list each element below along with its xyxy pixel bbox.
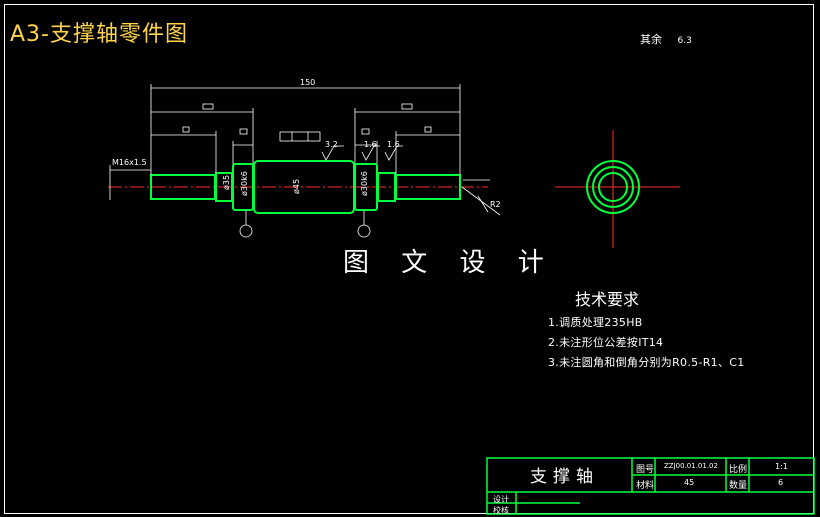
roughness-note: 其余 6.3 xyxy=(640,31,692,47)
tech-requirement-item: 3.未注圆角和倒角分别为R0.5-R1、C1 xyxy=(548,356,745,369)
dim-radius: R2 xyxy=(490,200,501,209)
center-caption: 图 文 设 计 xyxy=(343,248,556,278)
shaft-outline xyxy=(150,160,461,214)
shaft-segment-right-end xyxy=(395,174,461,200)
scale: 1:1 xyxy=(775,462,788,471)
tech-requirement-item: 1.调质处理235HB xyxy=(548,316,643,329)
dimension-lines xyxy=(109,84,501,238)
scale-label: 比例 xyxy=(729,465,748,475)
dim-roughness-2: 1.6 xyxy=(364,140,377,149)
drawing-no: ZZJ00.01.01.02 xyxy=(664,462,718,470)
end-view xyxy=(586,160,640,214)
check-label: 校核 xyxy=(493,506,509,515)
end-view-inner xyxy=(598,172,628,202)
quantity: 6 xyxy=(778,478,784,487)
material: 45 xyxy=(684,478,695,487)
material-label: 材料 xyxy=(636,481,655,491)
end-view-outer xyxy=(586,160,640,214)
quantity-label: 数量 xyxy=(729,481,748,491)
dim-overall-length: 150 xyxy=(300,78,316,87)
dim-thread: M16x1.5 xyxy=(112,158,147,167)
roughness-note-value: 6.3 xyxy=(677,36,692,46)
drawing-no-label: 图号 xyxy=(636,465,655,475)
part-name: 支撑轴 xyxy=(530,467,599,487)
roughness-note-label: 其余 xyxy=(640,33,662,46)
dim-roughness-3: 1.6 xyxy=(387,140,400,149)
dim-roughness-1: 3.2 xyxy=(325,140,338,149)
tech-requirement-item: 2.未注形位公差按IT14 xyxy=(548,336,664,349)
tech-requirements-title: 技术要求 xyxy=(575,290,640,309)
drawing-frame xyxy=(4,4,814,514)
drawing-title: A3-支撑轴零件图 xyxy=(10,22,188,47)
design-label: 设计 xyxy=(493,495,509,504)
end-view-mid xyxy=(592,166,634,208)
